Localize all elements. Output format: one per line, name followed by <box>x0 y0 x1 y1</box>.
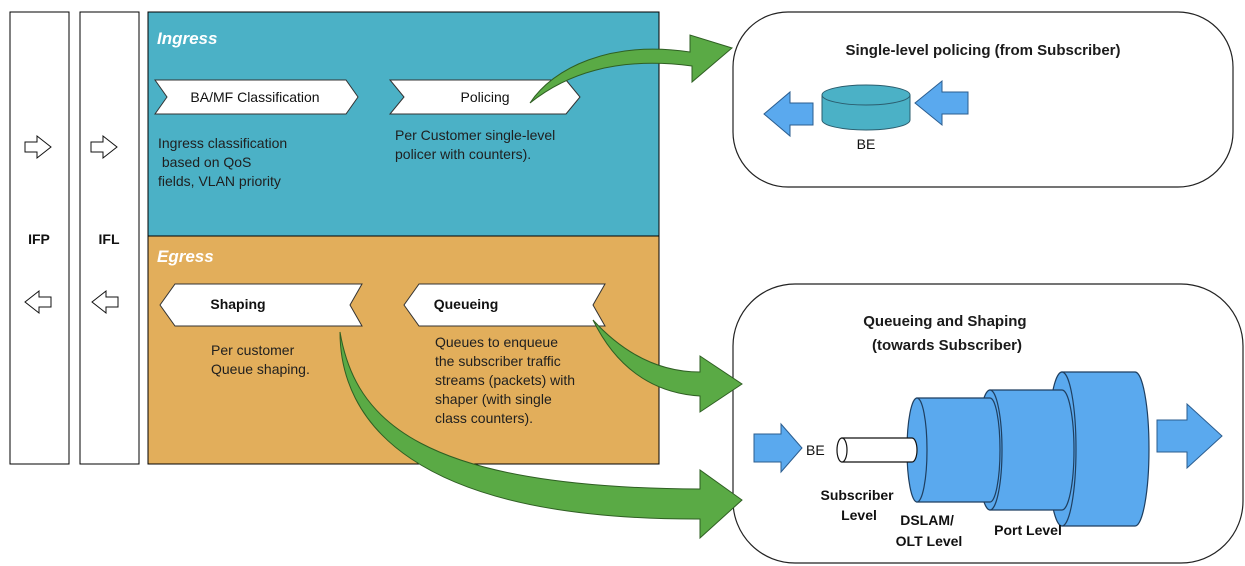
ifp-out-arrow-icon <box>24 289 52 315</box>
queue-in-arrow-icon <box>753 422 803 474</box>
be-pipe-icon <box>836 437 918 463</box>
ifl-label: IFL <box>99 231 120 247</box>
ifp-column: IFP <box>9 11 70 465</box>
queueing-to-panel-arrow-icon <box>592 319 743 413</box>
policing-label: Policing <box>460 89 509 105</box>
ifl-out-arrow-icon <box>91 289 119 315</box>
egress-section: Egress Shaping Per customer Queue shapin… <box>147 235 660 465</box>
policing-block: Policing Per Customer single-level polic… <box>388 79 581 162</box>
shaping-label: Shaping <box>210 296 265 312</box>
policing-panel: Single-level policing (from Subscriber) … <box>732 11 1234 188</box>
queueing-desc: Queues to enqueue the subscriber traffic… <box>435 334 579 426</box>
policing-to-panel-arrow-icon <box>529 34 734 104</box>
queueing-block: Queueing Queues to enqueue the subscribe… <box>403 283 606 426</box>
database-icon <box>821 84 911 131</box>
queueing-panel-title: Queueing and Shaping (towards Subscriber… <box>863 313 1031 354</box>
subscriber-level-cylinder-icon <box>906 397 1001 503</box>
shaping-block: Shaping Per customer Queue shaping. <box>159 283 363 377</box>
ifl-column: IFL <box>79 11 140 465</box>
shaping-desc: Per customer Queue shaping. <box>211 342 310 377</box>
queue-be-label: BE <box>806 442 825 458</box>
dslam-level-label: DSLAM/ OLT Level <box>896 512 963 549</box>
queue-out-arrow-icon <box>1156 402 1223 470</box>
queueing-label: Queueing <box>434 296 499 312</box>
ingress-title: Ingress <box>157 29 217 48</box>
classification-block: BA/MF Classification Ingress classificat… <box>154 79 359 189</box>
policing-panel-title: Single-level policing (from Subscriber) <box>845 42 1120 59</box>
ifl-in-arrow-icon <box>90 134 118 160</box>
queueing-panel: Queueing and Shaping (towards Subscriber… <box>732 283 1244 564</box>
policing-desc: Per Customer single-level policer with c… <box>395 127 559 162</box>
policing-be-label: BE <box>857 136 876 152</box>
ifp-in-arrow-icon <box>24 134 52 160</box>
shaping-to-panel-arrow-icon <box>339 331 743 540</box>
egress-title: Egress <box>157 247 214 266</box>
port-level-label: Port Level <box>994 522 1062 538</box>
ifp-label: IFP <box>28 231 50 247</box>
subscriber-level-label: Subscriber Level <box>820 487 897 523</box>
ingress-section: Ingress BA/MF Classification Ingress cla… <box>147 11 660 237</box>
classification-desc: Ingress classification based on QoS fiel… <box>158 135 291 189</box>
policing-out-arrow-icon <box>763 90 814 138</box>
policing-in-arrow-icon <box>914 79 969 127</box>
classification-label: BA/MF Classification <box>190 89 319 105</box>
